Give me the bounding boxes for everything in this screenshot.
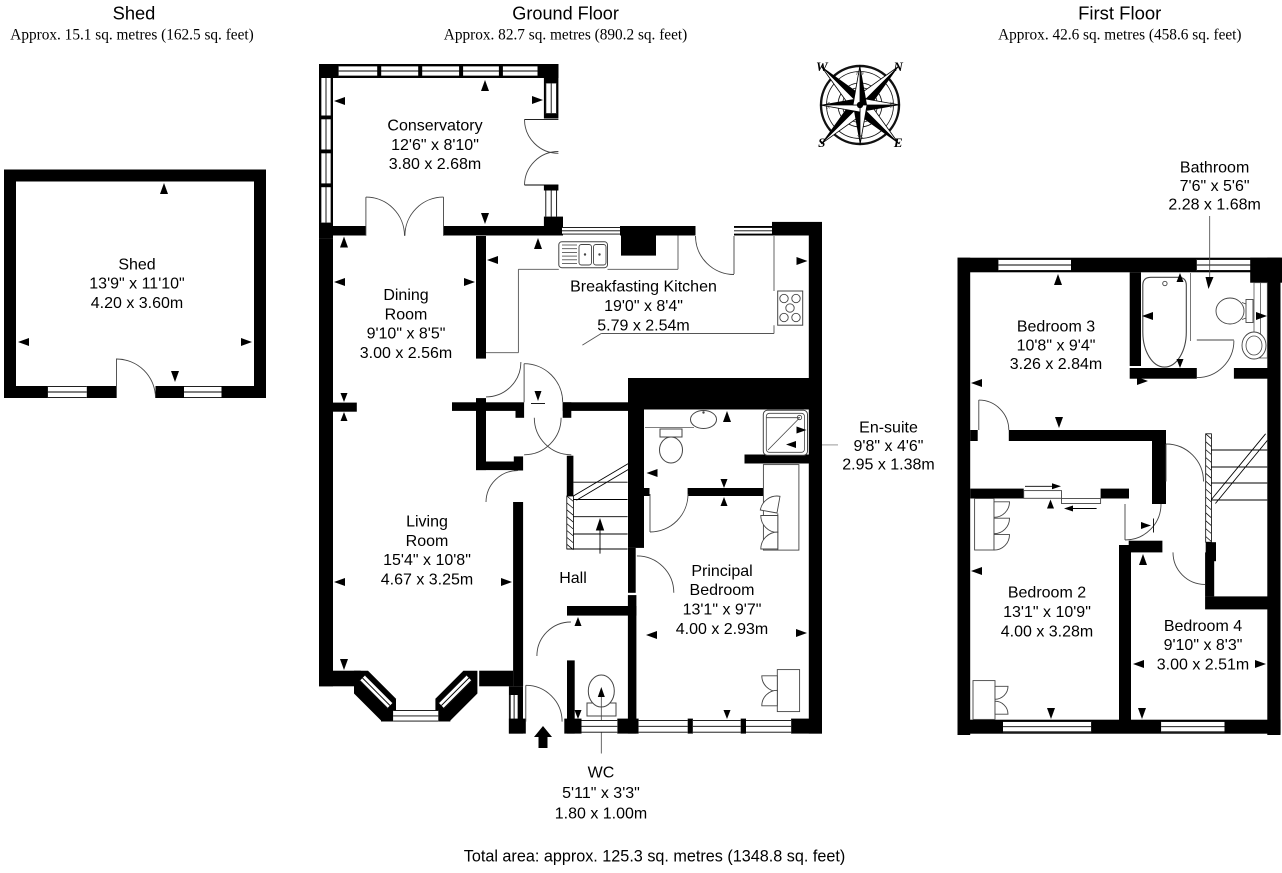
svg-text:Bedroom: Bedroom bbox=[690, 582, 755, 599]
svg-text:12'6" x 8'10": 12'6" x 8'10" bbox=[391, 137, 479, 154]
svg-text:19'0" x 8'4": 19'0" x 8'4" bbox=[604, 298, 683, 315]
svg-text:Hall: Hall bbox=[559, 570, 587, 587]
svg-text:Approx. 15.1 sq. metres (162.5: Approx. 15.1 sq. metres (162.5 sq. feet) bbox=[10, 27, 253, 44]
svg-text:SW: SW bbox=[827, 101, 832, 109]
svg-text:SE: SE bbox=[857, 133, 863, 138]
svg-text:Shed: Shed bbox=[113, 2, 156, 23]
svg-text:Bedroom 4: Bedroom 4 bbox=[1164, 618, 1242, 635]
svg-text:Total area: approx. 125.3 sq.: Total area: approx. 125.3 sq. metres (13… bbox=[464, 848, 846, 866]
svg-text:3.26 x 2.84m: 3.26 x 2.84m bbox=[1010, 356, 1103, 373]
svg-text:Shed: Shed bbox=[118, 256, 155, 273]
svg-text:13'9" x 11'10": 13'9" x 11'10" bbox=[89, 276, 184, 293]
svg-text:2.95 x 1.38m: 2.95 x 1.38m bbox=[842, 456, 935, 473]
svg-text:9'10" x 8'3": 9'10" x 8'3" bbox=[1164, 637, 1243, 654]
svg-text:3.00 x 2.51m: 3.00 x 2.51m bbox=[1157, 657, 1250, 674]
svg-text:W: W bbox=[816, 59, 829, 74]
svg-text:2.28 x 1.68m: 2.28 x 1.68m bbox=[1168, 197, 1261, 214]
svg-text:S: S bbox=[818, 135, 825, 150]
svg-text:Ground Floor: Ground Floor bbox=[512, 3, 619, 23]
svg-text:En-suite: En-suite bbox=[859, 419, 918, 436]
svg-text:E: E bbox=[893, 135, 903, 150]
svg-text:7'6" x 5'6": 7'6" x 5'6" bbox=[1180, 178, 1250, 195]
svg-text:1.80 x 1.00m: 1.80 x 1.00m bbox=[555, 806, 648, 823]
svg-text:NE: NE bbox=[888, 102, 893, 109]
svg-text:WC: WC bbox=[588, 765, 615, 782]
svg-text:Room: Room bbox=[406, 533, 449, 550]
svg-text:3.80 x 2.68m: 3.80 x 2.68m bbox=[389, 156, 482, 173]
svg-text:10'8" x 9'4": 10'8" x 9'4" bbox=[1017, 337, 1096, 354]
svg-text:Dining: Dining bbox=[383, 287, 428, 304]
svg-text:5.79 x 2.54m: 5.79 x 2.54m bbox=[597, 317, 690, 334]
svg-text:N: N bbox=[893, 59, 904, 74]
svg-text:Approx. 42.6 sq. metres (458.6: Approx. 42.6 sq. metres (458.6 sq. feet) bbox=[998, 27, 1241, 44]
svg-text:4.00 x 2.93m: 4.00 x 2.93m bbox=[676, 621, 769, 638]
svg-text:Bathroom: Bathroom bbox=[1180, 160, 1249, 177]
svg-text:9'10" x 8'5": 9'10" x 8'5" bbox=[367, 326, 446, 343]
svg-text:13'1" x 10'9": 13'1" x 10'9" bbox=[1003, 604, 1091, 621]
svg-text:3.00 x 2.56m: 3.00 x 2.56m bbox=[360, 345, 453, 362]
svg-text:Room: Room bbox=[385, 306, 428, 323]
svg-text:4.20 x 3.60m: 4.20 x 3.60m bbox=[91, 295, 184, 312]
svg-text:4.00 x 3.28m: 4.00 x 3.28m bbox=[1001, 623, 1094, 640]
svg-text:Bedroom 2: Bedroom 2 bbox=[1008, 585, 1086, 602]
svg-text:Breakfasting Kitchen: Breakfasting Kitchen bbox=[570, 279, 717, 296]
svg-text:15'4" x 10'8": 15'4" x 10'8" bbox=[383, 552, 471, 569]
svg-text:Conservatory: Conservatory bbox=[387, 118, 482, 135]
svg-text:9'8" x 4'6": 9'8" x 4'6" bbox=[854, 438, 924, 455]
svg-text:Living: Living bbox=[406, 514, 448, 531]
svg-text:Approx. 82.7 sq. metres (890.2: Approx. 82.7 sq. metres (890.2 sq. feet) bbox=[444, 27, 687, 44]
svg-text:13'1" x 9'7": 13'1" x 9'7" bbox=[683, 602, 762, 619]
svg-text:NW: NW bbox=[856, 72, 865, 77]
svg-text:Bedroom 3: Bedroom 3 bbox=[1017, 319, 1095, 336]
svg-text:Principal: Principal bbox=[691, 563, 752, 580]
svg-text:First Floor: First Floor bbox=[1078, 2, 1161, 23]
svg-text:4.67 x 3.25m: 4.67 x 3.25m bbox=[381, 572, 474, 589]
svg-text:5'11" x 3'3": 5'11" x 3'3" bbox=[562, 785, 640, 802]
